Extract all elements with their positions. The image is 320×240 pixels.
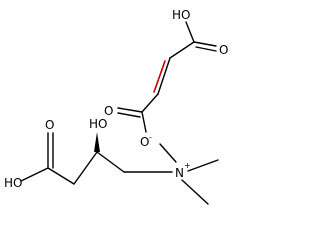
fumarate-left-o-label: O bbox=[104, 104, 113, 118]
bond-n-me1 bbox=[159, 143, 177, 163]
ammonium-n-label: N bbox=[175, 166, 184, 180]
bond-oh-c1 bbox=[185, 21, 195, 43]
bond-c3-c4 bbox=[141, 93, 159, 113]
bond-n-me3 bbox=[181, 179, 209, 205]
anion-charge-label: - bbox=[149, 133, 152, 142]
bond-c1-c2 bbox=[169, 41, 195, 59]
carnitine-hydroxyl-label: HO bbox=[89, 117, 107, 131]
bond-ho-cc bbox=[20, 167, 49, 182]
bond-c1-o-2 bbox=[195, 46, 217, 52]
bond-c4-o bbox=[117, 107, 143, 113]
fumarate-carbonyl-o-label: O bbox=[219, 43, 228, 57]
bond-n-me2 bbox=[187, 159, 219, 172]
fumarate-anion-o-label: O bbox=[140, 135, 149, 149]
fumarate-acid-oh-label: HO bbox=[172, 8, 190, 22]
ammonium-charge-label: + bbox=[184, 161, 191, 170]
carnitine-carbonyl-o-label: O bbox=[45, 118, 54, 132]
bond-choh-ch2n bbox=[96, 151, 125, 173]
bond-ch2-choh bbox=[73, 151, 98, 185]
bond-c4-oanion bbox=[141, 111, 147, 133]
molecule-svg: HO O O O - HO HO O N + bbox=[4, 8, 228, 205]
bond-cc-ch2 bbox=[47, 167, 75, 185]
bond-c4-o-2 bbox=[117, 112, 141, 118]
bond-c2-c3-double bbox=[153, 60, 166, 93]
wedge-bond bbox=[94, 132, 100, 152]
bond-c1-o bbox=[193, 41, 217, 47]
structure-diagram: HO O O O - HO HO O N + bbox=[4, 8, 228, 205]
bond-c2-c3 bbox=[157, 57, 171, 95]
carnitine-acid-oh-label: HO bbox=[4, 176, 22, 190]
